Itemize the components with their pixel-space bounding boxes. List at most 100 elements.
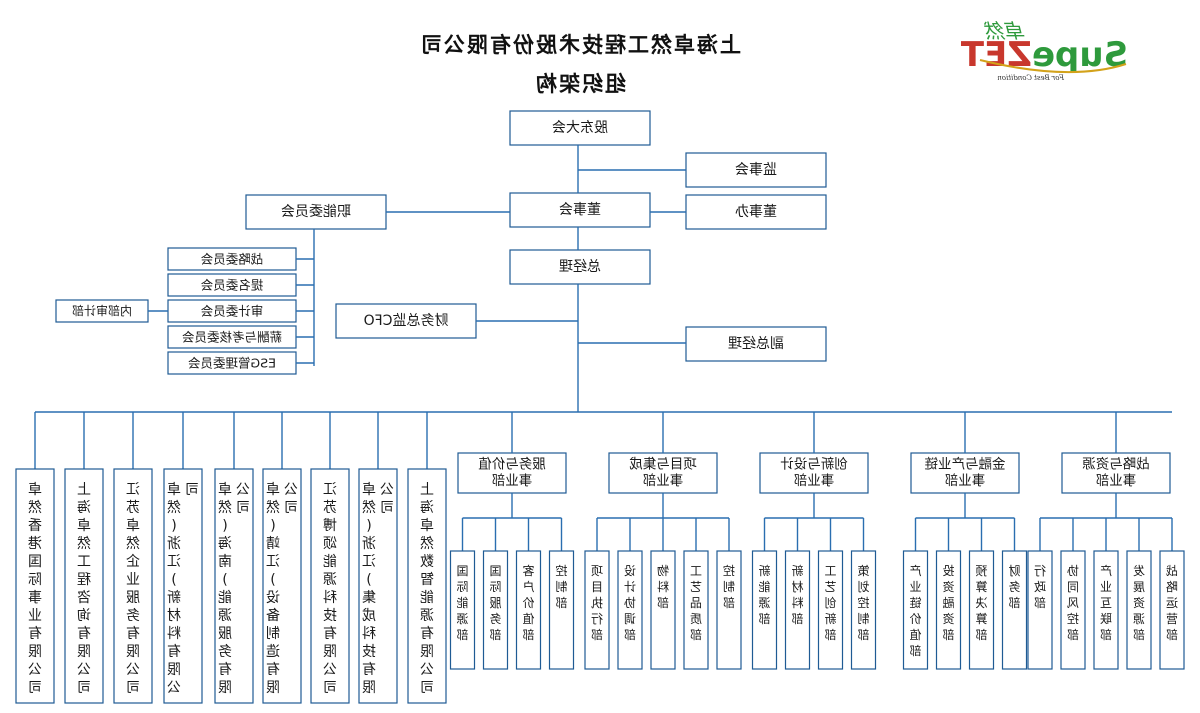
- subsidiary-box-5-char: (: [171, 518, 176, 534]
- department-box-1-2-char: 投: [942, 563, 954, 578]
- department-box-1-0-char: 财: [1008, 564, 1020, 578]
- subsidiary-box-4-char: 南: [218, 554, 232, 570]
- department-box-0-3-char: 同: [1067, 580, 1079, 594]
- subsidiary-box-6-char: 然: [126, 535, 140, 552]
- department-box-3-0-char: 制: [723, 580, 735, 594]
- president-box: 总经理: [509, 249, 651, 285]
- department-box-4-1-char: 部: [522, 627, 534, 642]
- department-box-0-0-frame: [1159, 550, 1185, 670]
- subsidiary-box-3-char: ): [270, 572, 275, 588]
- department-box-3-3-frame: [617, 550, 643, 670]
- department-box-3-4-frame: [584, 550, 610, 670]
- subsidiary-box-3-char: (: [270, 518, 275, 534]
- subsidiary-box-7-frame: [64, 468, 104, 704]
- department-box-4-1-char: 客: [522, 563, 534, 578]
- business-unit-box-4-label: 服务与价值事业部: [478, 456, 546, 489]
- subsidiary-box-0-char: 公: [420, 662, 434, 678]
- department-box-4-2-char: 际: [489, 580, 501, 594]
- cfo-box: 财务总监CFO: [335, 303, 477, 339]
- subsidiary-box-8-char: 国: [28, 554, 42, 570]
- committee-box-1-label: 提名委员会: [200, 278, 263, 293]
- subsidiary-box-7-char: 司: [77, 680, 91, 696]
- department-box-0-2-char: 互: [1100, 596, 1112, 610]
- president-box-label: 总经理: [559, 259, 601, 275]
- department-box-1-1-char: 决: [975, 596, 987, 610]
- department-box-0-2-char: 业: [1100, 580, 1112, 594]
- subsidiary-box-7-char: 海: [77, 500, 91, 516]
- shareholders-meeting-box: 股东大会: [509, 110, 651, 146]
- department-box-2-0-frame: [850, 550, 877, 670]
- subsidiary-box-2-char: 能: [323, 554, 337, 570]
- logo-chinese-mark: 卓然: [983, 19, 1026, 43]
- department-box-2-0-char: 控: [857, 596, 869, 610]
- subsidiary-box-4-char: 司: [236, 500, 250, 516]
- subsidiary-box-7-char: 程: [77, 572, 91, 588]
- subsidiary-box-1-char: 公: [380, 482, 394, 498]
- committee-box-1: 提名委员会: [167, 273, 297, 297]
- subsidiary-box-5-char: 有: [167, 644, 181, 660]
- subsidiary-box-0-char: 能: [420, 590, 434, 606]
- subsidiary-box-8-char: 卓: [28, 482, 42, 498]
- subsidiary-box-3-char: 设: [266, 590, 280, 606]
- subsidiary-box-7-char: 询: [77, 608, 91, 624]
- subsidiary-box-5-char: 新: [167, 590, 181, 606]
- department-box-0-1-frame: [1126, 550, 1152, 670]
- committee-box-3-label: 薪酬与考核委员会: [182, 330, 283, 345]
- subsidiary-box-4-char: ): [222, 572, 227, 588]
- subsidiary-box-0-char: 司: [420, 680, 434, 696]
- business-unit-box-4: 服务与价值事业部: [457, 452, 567, 494]
- subsidiary-box-1-char: 浙: [362, 536, 376, 552]
- committee-box-0-label: 战略委员会: [200, 252, 263, 267]
- department-box-0-2-char: 部: [1100, 627, 1112, 642]
- business-unit-box-4-frame: [457, 452, 567, 494]
- department-box-4-1-char: 值: [522, 611, 534, 626]
- subsidiary-box-3-char: 备: [266, 607, 280, 624]
- subsidiary-box-5-frame: [163, 468, 203, 704]
- subsidiary-box-7-char: 然: [77, 535, 91, 552]
- department-box-2-1-char: 新: [824, 611, 836, 626]
- functional-committees-box-frame: [245, 194, 387, 230]
- subsidiary-box-4-char: 务: [218, 644, 232, 660]
- department-box-1-3-char: 链: [909, 595, 921, 610]
- department-box-0-3-char: 协: [1067, 563, 1079, 578]
- business-unit-box-1-frame: [910, 452, 1020, 494]
- subsidiary-box-4-char: 卓: [218, 482, 232, 498]
- department-box-1-2-frame: [935, 550, 962, 670]
- subsidiary-box-6-char: 业: [126, 572, 140, 588]
- department-box-1-1-char: 部: [975, 627, 987, 642]
- department-box-1-1-char: 算: [975, 579, 987, 594]
- department-box-2-3-char: 新: [758, 563, 770, 578]
- subsidiary-box-6-char: 苏: [126, 500, 140, 516]
- department-box-1-3-char: 价: [909, 612, 921, 626]
- department-box-2-3-frame: [751, 550, 778, 670]
- department-box-1-3-char: 产: [909, 564, 921, 578]
- department-box-4-0-char: 部: [555, 595, 567, 610]
- department-box-1-3-frame: [902, 550, 929, 670]
- department-box-4-1-frame: [515, 550, 542, 670]
- subsidiary-box-5-char: 浙: [167, 536, 181, 552]
- subsidiary-box-4-char: 源: [218, 608, 232, 624]
- department-box-0-4: 行政部: [1027, 550, 1053, 670]
- subsidiary-box-1-char: 成: [362, 608, 376, 624]
- department-box-3-1-char: 工: [690, 564, 702, 578]
- department-box-0-4-char: 行: [1034, 564, 1046, 578]
- vice-president-box-frame: [685, 326, 827, 362]
- board-box-frame: [509, 192, 651, 228]
- department-box-0-0-char: 运: [1166, 596, 1178, 610]
- subsidiary-box-0-char: 卓: [420, 518, 434, 534]
- functional-committees-box-label: 职能委员会: [281, 204, 351, 220]
- subsidiary-box-3-char: 有: [266, 662, 280, 678]
- subsidiary-box-0-frame: [407, 468, 447, 704]
- subsidiary-box-4-char: 有: [218, 662, 232, 678]
- department-box-3-2: 物料部: [650, 550, 676, 670]
- subsidiary-box-6-char: 企: [126, 553, 140, 570]
- president-box-frame: [509, 249, 651, 285]
- department-box-0-1-char: 源: [1133, 612, 1145, 626]
- subsidiary-box-1-char: 江: [362, 554, 376, 570]
- business-unit-box-1: 金融与产业链事业部: [910, 452, 1020, 494]
- internal-audit-box-label: 内部审计部: [72, 303, 132, 318]
